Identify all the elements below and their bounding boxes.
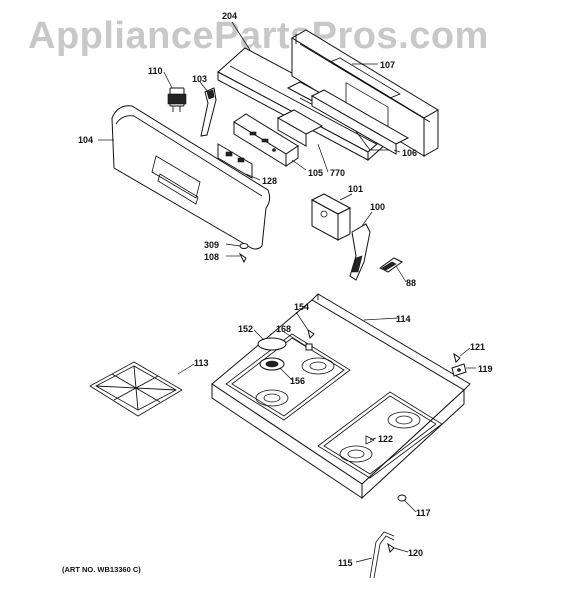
clip-119	[451, 363, 467, 377]
callout-labels: 204 107 110 103 104 770 106 128 105 101 …	[78, 11, 493, 568]
callout-107: 107	[380, 60, 395, 70]
callout-122: 122	[378, 434, 393, 444]
callout-154: 154	[294, 302, 309, 312]
burner-right-rear	[387, 411, 421, 429]
burner-cap	[257, 337, 287, 351]
callout-108: 108	[204, 252, 219, 262]
screw-121	[453, 352, 461, 363]
burner-left-rear	[301, 357, 335, 375]
burner-right-front	[339, 445, 373, 463]
callout-114: 114	[396, 314, 411, 324]
callout-152: 152	[238, 324, 253, 334]
gas-tube-115	[369, 531, 395, 579]
callout-156: 156	[290, 376, 305, 386]
channel-part	[276, 109, 324, 147]
callout-105: 105	[308, 168, 323, 178]
rear-bracket	[310, 89, 410, 155]
callout-119: 119	[478, 364, 493, 374]
screw-120	[387, 542, 395, 553]
callout-106: 106	[402, 148, 417, 158]
valve-bracket	[310, 193, 352, 241]
control-panel	[111, 105, 271, 250]
orifice-168	[305, 343, 313, 351]
callout-113: 113	[194, 358, 209, 368]
callout-104: 104	[78, 135, 93, 145]
callout-103: 103	[192, 74, 207, 84]
callout-120: 120	[408, 548, 423, 558]
clock-control-board	[217, 113, 299, 179]
watermark: AppliancePartsPros.com	[28, 15, 489, 57]
burner-left-front	[255, 389, 289, 407]
callout-110: 110	[148, 66, 163, 76]
burner-head	[259, 357, 285, 371]
screw-309	[239, 243, 249, 249]
callout-204: 204	[222, 11, 237, 21]
callout-128: 128	[262, 176, 277, 186]
callout-101: 101	[348, 184, 363, 194]
grommet-117	[397, 494, 407, 502]
callout-88: 88	[406, 278, 416, 288]
callout-770: 770	[330, 168, 345, 178]
callout-117: 117	[416, 508, 431, 518]
screw-154	[307, 328, 315, 339]
bracket-part	[200, 87, 217, 137]
callout-100: 100	[370, 202, 385, 212]
callout-115: 115	[338, 558, 353, 568]
switch-part	[167, 87, 187, 112]
callout-121: 121	[470, 342, 485, 352]
art-number: (ART NO. WB13360 C)	[62, 565, 141, 574]
knob-part	[379, 257, 403, 273]
screw-108	[238, 252, 247, 264]
callout-168: 168	[276, 324, 291, 334]
burner-grate	[89, 361, 183, 417]
callout-309: 309	[204, 240, 219, 250]
igniter-switch	[349, 223, 371, 281]
leader-lines	[98, 21, 476, 563]
